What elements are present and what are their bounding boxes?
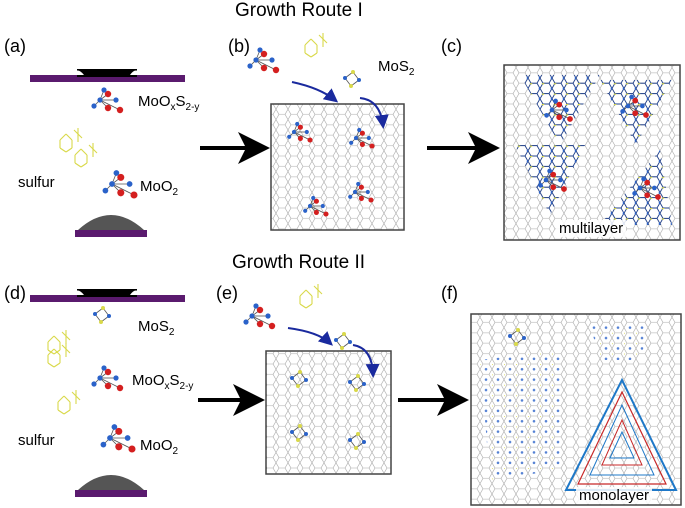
molecule-oxide-e xyxy=(243,303,276,330)
molecule-moo2-a xyxy=(102,170,138,199)
label-monolayer: monolayer xyxy=(576,487,653,504)
blue-arrow-e-2 xyxy=(352,344,380,378)
molecule-sulfur-e xyxy=(299,284,323,309)
panel-a xyxy=(30,69,185,237)
route-2-title: Growth Route II xyxy=(232,252,366,273)
blue-arrow-e-1 xyxy=(287,327,333,346)
panel-label-c: (c) xyxy=(441,36,462,56)
molecule-oxide-b4 xyxy=(303,195,329,217)
panel-d xyxy=(30,289,185,497)
panel-label-a: (a) xyxy=(4,36,26,56)
molecule-oxide-c3 xyxy=(538,168,567,192)
lattice-box-c xyxy=(503,64,681,241)
label-moos-d: MoOxS2-y xyxy=(132,372,194,392)
molecule-sulfur-a2 xyxy=(74,143,98,168)
blue-arrow-b-2 xyxy=(359,97,389,129)
blue-arrow-b-1 xyxy=(291,81,339,103)
route-1-title: Growth Route I xyxy=(235,0,363,21)
panel-label-d: (d) xyxy=(4,283,26,303)
multilayer-island-4 xyxy=(600,150,672,225)
panel-label-f: (f) xyxy=(441,283,458,303)
substrate-bar xyxy=(30,75,185,82)
molecule-oxide-b2 xyxy=(349,127,375,149)
boat-dome xyxy=(78,215,144,230)
molecule-sulfur-a1 xyxy=(59,128,83,153)
cap-notch xyxy=(72,70,84,75)
label-mos2-d: MoS2 xyxy=(138,318,175,338)
molecules-layer xyxy=(47,33,661,453)
molecule-oxide-b1 xyxy=(287,121,313,143)
molecule-moo2-d xyxy=(100,424,136,453)
molecule-oxide-c2 xyxy=(620,94,649,118)
panel-label-e: (e) xyxy=(216,283,238,303)
molecule-mos2-e2 xyxy=(348,374,366,392)
lattice-box-b xyxy=(270,103,405,231)
label-moo2-d: MoO2 xyxy=(140,437,179,457)
molecule-mos2-e4 xyxy=(348,432,366,450)
label-moo2-a: MoO2 xyxy=(140,178,179,198)
label-sulfur-d: sulfur xyxy=(18,432,55,449)
molecule-oxide-b3 xyxy=(348,181,374,203)
boat-base xyxy=(75,230,147,237)
molecule-oxide-c1 xyxy=(544,98,573,122)
lattice-box-f xyxy=(470,313,682,506)
panel-label-b: (b) xyxy=(228,36,250,56)
label-sulfur-a: sulfur xyxy=(18,174,55,191)
molecule-mos2-e xyxy=(334,332,352,350)
molecule-oxide-b xyxy=(247,47,280,74)
label-mos2-b: MoS2 xyxy=(378,58,415,78)
monolayer-dots-cluster xyxy=(480,350,560,480)
molecule-mos2-b xyxy=(343,70,361,88)
molecule-sulfur-d3 xyxy=(57,390,81,415)
molecule-moos-a xyxy=(91,87,124,114)
molecule-sulfur-d2 xyxy=(47,343,71,368)
molecule-mos2-d xyxy=(93,306,111,324)
molecule-mos2-e1 xyxy=(290,370,308,388)
molecule-mos2-e3 xyxy=(290,424,308,442)
label-moos-a: MoOxS2-y xyxy=(138,93,200,113)
label-multilayer: multilayer xyxy=(556,220,627,237)
molecule-oxide-c4 xyxy=(632,176,661,200)
molecule-sulfur-b xyxy=(304,33,328,58)
molecule-mos2-f xyxy=(508,328,526,346)
molecule-moos-d xyxy=(91,365,124,392)
cap-bar xyxy=(77,69,137,77)
